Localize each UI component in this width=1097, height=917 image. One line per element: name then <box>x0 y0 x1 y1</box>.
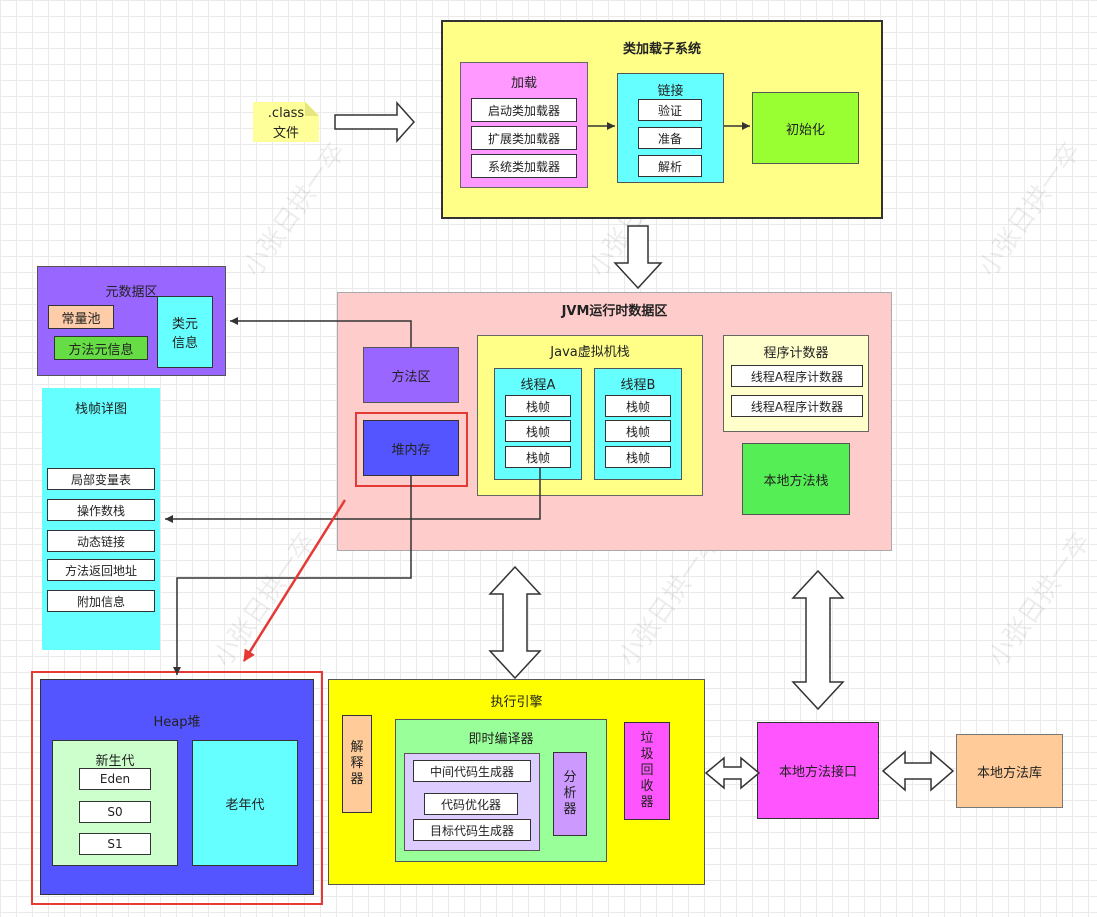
stack-frame: 栈帧 <box>505 395 571 417</box>
metaspace-title: 元数据区 <box>105 285 158 300</box>
heap-memory-to-heap-arrow <box>173 476 412 675</box>
analyzer-label: 器 <box>563 802 577 817</box>
garbage-collector: 垃 圾 回 收 器 <box>624 722 670 820</box>
class-file-note: .class 文件 <box>253 102 319 142</box>
young-generation-title: 新生代 <box>95 754 135 769</box>
system-loader: 系统类加载器 <box>471 154 577 178</box>
dynamic-linking: 动态链接 <box>47 530 155 552</box>
target-code-generator: 目标代码生成器 <box>413 819 531 841</box>
java-vm-stack-title: Java虚拟机栈 <box>550 345 630 360</box>
stack-frame: 栈帧 <box>605 395 671 417</box>
execution-engine-title: 执行引擎 <box>490 695 543 710</box>
class-loader-title: 类加载子系统 <box>622 42 701 57</box>
stack-frame: 栈帧 <box>605 446 671 468</box>
interpreter-label: 解 <box>350 740 364 755</box>
class-file-label: .class <box>267 106 305 121</box>
method-metadata: 方法元信息 <box>54 336 148 360</box>
gc-label: 回 <box>640 763 654 778</box>
native-method-interface: 本地方法接口 <box>757 722 879 819</box>
resolve-step: 解析 <box>638 155 702 177</box>
code-optimizer: 代码优化器 <box>424 793 518 815</box>
runtime-title: JVM运行时数据区 <box>561 304 668 319</box>
class-metadata-label: 类元 <box>171 317 198 332</box>
stack-frame: 栈帧 <box>605 420 671 442</box>
prepare-step: 准备 <box>638 127 702 149</box>
class-metadata: 类元 信息 <box>157 296 213 368</box>
pc-thread-a: 线程A程序计数器 <box>731 395 863 417</box>
frame-to-detail-arrow <box>165 468 541 523</box>
loading-title: 加载 <box>510 76 537 91</box>
survivor-s1: S1 <box>79 833 151 855</box>
stack-frame: 栈帧 <box>505 420 571 442</box>
pc-thread-a: 线程A程序计数器 <box>731 365 863 387</box>
native-method-stack: 本地方法栈 <box>742 443 850 515</box>
linking-title: 链接 <box>657 84 684 99</box>
interpreter-label: 释 <box>350 756 364 771</box>
interpreter-label: 器 <box>350 772 364 787</box>
extension-loader: 扩展类加载器 <box>471 126 577 150</box>
interpreter: 解 释 器 <box>342 715 372 813</box>
thread-b-title: 线程B <box>620 378 656 393</box>
method-area: 方法区 <box>363 347 459 403</box>
old-generation: 老年代 <box>192 740 298 866</box>
initialization-box: 初始化 <box>752 92 859 164</box>
gc-label: 器 <box>640 795 654 810</box>
heap-title: Heap堆 <box>153 715 201 730</box>
stack-frame-detail-title: 栈帧详图 <box>74 402 127 417</box>
runtime-engine-double-arrow <box>488 565 542 680</box>
method-area-to-metaspace-arrow <box>230 317 412 347</box>
analyzer: 分 析 器 <box>553 752 587 836</box>
bootstrap-loader: 启动类加载器 <box>471 98 577 122</box>
constant-pool: 常量池 <box>48 305 114 329</box>
highlight-arrow <box>242 499 347 662</box>
load-arrow <box>334 101 416 143</box>
additional-info: 附加信息 <box>47 590 155 612</box>
runtime-native-double-arrow <box>791 569 845 711</box>
loader-to-runtime-arrow <box>613 225 663 290</box>
operand-stack: 操作数栈 <box>47 499 155 521</box>
gc-label: 圾 <box>640 747 654 762</box>
class-metadata-label: 信息 <box>171 336 198 351</box>
survivor-s0: S0 <box>79 801 151 823</box>
native-method-library: 本地方法库 <box>956 734 1063 808</box>
gc-label: 垃 <box>640 731 654 746</box>
stack-frame: 栈帧 <box>505 446 571 468</box>
thread-a-title: 线程A <box>520 378 556 393</box>
class-file-label: 文件 <box>272 126 299 141</box>
gc-label: 收 <box>640 779 654 794</box>
local-variable-table: 局部变量表 <box>47 468 155 490</box>
jit-compiler-title: 即时编译器 <box>468 732 534 747</box>
program-counter-title: 程序计数器 <box>763 346 829 361</box>
return-address: 方法返回地址 <box>47 559 155 581</box>
verify-step: 验证 <box>638 99 702 121</box>
analyzer-label: 析 <box>563 786 577 801</box>
interface-library-double-arrow <box>881 750 955 792</box>
engine-native-double-arrow <box>704 756 761 790</box>
heap-memory: 堆内存 <box>363 420 459 476</box>
ir-generator: 中间代码生成器 <box>413 760 531 782</box>
eden-space: Eden <box>79 768 151 790</box>
analyzer-label: 分 <box>563 770 577 785</box>
